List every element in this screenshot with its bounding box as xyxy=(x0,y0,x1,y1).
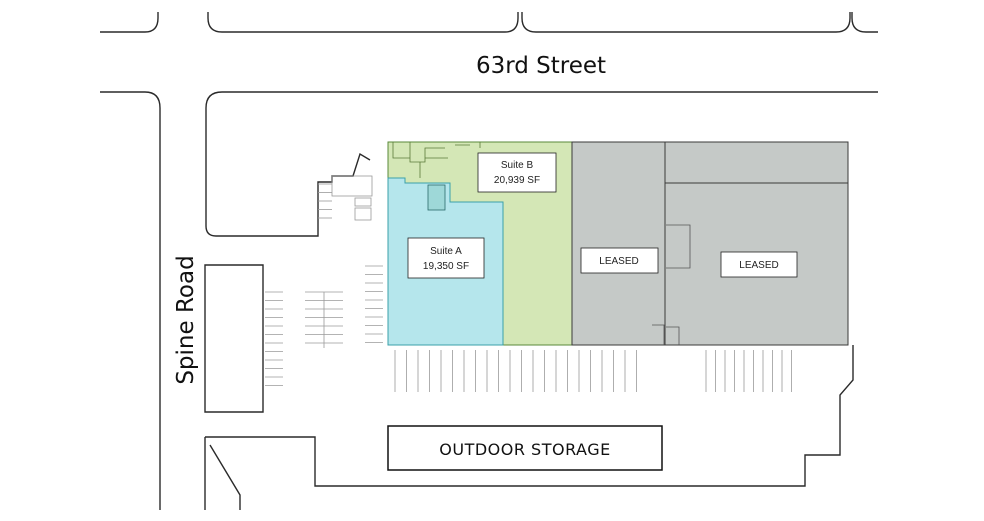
suite-a-label: Suite A 19,350 SF xyxy=(407,237,485,279)
street-label-63rd: 63rd Street xyxy=(476,53,606,79)
leased-label-2: LEASED xyxy=(720,251,798,278)
accessible-parking xyxy=(331,175,373,221)
leased-label-1: LEASED xyxy=(580,247,659,274)
suite-a-size: 19,350 SF xyxy=(423,261,469,272)
suite-b-name: Suite B xyxy=(501,160,534,171)
parking-stalls xyxy=(265,183,792,392)
outdoor-storage-label: OUTDOOR STORAGE xyxy=(387,425,663,471)
road-curbs xyxy=(100,12,878,510)
leased-text-1: LEASED xyxy=(599,256,638,267)
outdoor-storage-text: OUTDOOR STORAGE xyxy=(439,440,610,459)
street-label-spine: Spine Road xyxy=(173,255,199,384)
leased-area-2[interactable] xyxy=(664,141,849,346)
suite-b-size: 20,939 SF xyxy=(494,175,540,186)
leased-text-2: LEASED xyxy=(739,260,778,271)
suite-b-label: Suite B 20,939 SF xyxy=(477,152,557,193)
suite-a-name: Suite A xyxy=(430,246,462,257)
stair-icon xyxy=(427,184,446,211)
building xyxy=(387,141,849,346)
leased-area-1[interactable] xyxy=(571,141,666,346)
